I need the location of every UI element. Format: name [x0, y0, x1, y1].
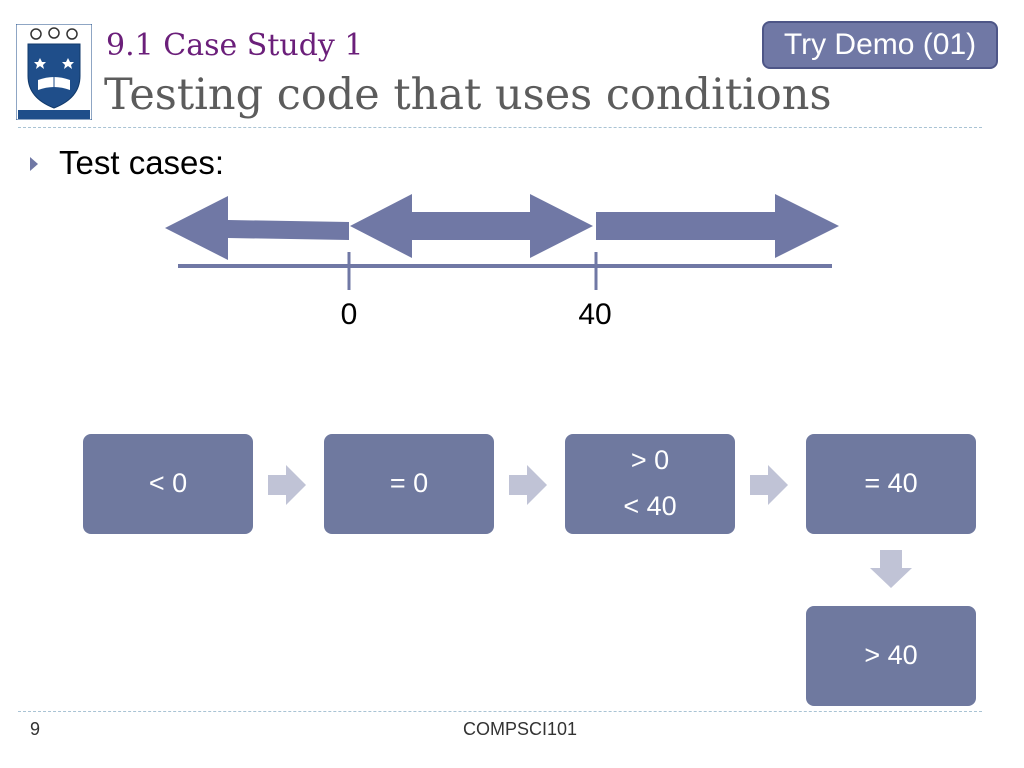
flow-arrow-right-icon — [750, 465, 788, 505]
university-crest-icon — [16, 24, 92, 120]
header-divider — [18, 127, 982, 128]
test-case-box-greater-than-40: > 40 — [806, 606, 976, 706]
flow-arrow-down-icon — [870, 550, 912, 588]
box-line: = 0 — [389, 468, 429, 499]
right-arrow — [596, 194, 839, 258]
left-arrow — [165, 196, 349, 260]
test-case-box-equal-0: = 0 — [324, 434, 494, 534]
test-case-box-less-than-0: < 0 — [83, 434, 253, 534]
flow-arrow-right-icon — [509, 465, 547, 505]
bullet-text: Test cases: — [59, 144, 225, 181]
page-number: 9 — [30, 719, 41, 739]
slide-subtitle: 9.1 Case Study 1 — [106, 28, 364, 63]
test-case-box-between-0-40: > 0 < 40 — [565, 434, 735, 534]
course-code: COMPSCI101 — [462, 719, 578, 739]
box-line: < 40 — [623, 491, 677, 521]
tick-label-40: 40 — [578, 298, 612, 331]
flow-arrow-right-icon — [268, 465, 306, 505]
tick-label-0: 0 — [340, 298, 358, 331]
box-line: > 40 — [864, 640, 918, 671]
box-line: = 40 — [864, 468, 918, 499]
slide-title: Testing code that uses conditions — [104, 70, 832, 120]
box-line: < 0 — [148, 468, 188, 499]
middle-double-arrow — [350, 194, 593, 258]
bullet-triangle-icon — [30, 157, 38, 171]
footer-divider — [18, 711, 982, 712]
try-demo-button[interactable]: Try Demo (01) — [762, 21, 998, 69]
box-line: > 0 — [630, 445, 670, 476]
test-case-box-equal-40: = 40 — [806, 434, 976, 534]
